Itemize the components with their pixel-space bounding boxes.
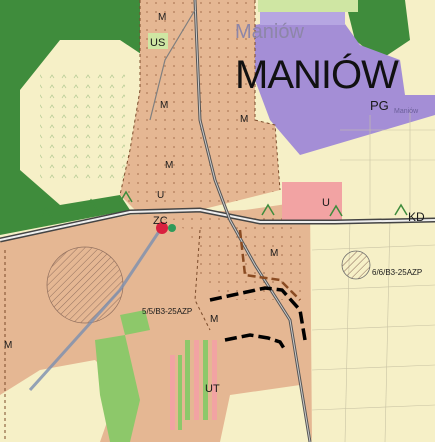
town-name-small: Maniów — [394, 108, 419, 115]
ut-zone-stripes — [170, 340, 217, 430]
designation-east: 6/6/B3-25AZP — [372, 268, 422, 277]
zone-label-zc: ZC — [153, 215, 168, 227]
zone-label-us: US — [150, 37, 165, 49]
meadow-clearing-texture — [40, 70, 125, 180]
meadow-southwest — [0, 360, 120, 442]
services-zone-east — [282, 182, 342, 220]
zone-label-ut: UT — [205, 383, 220, 395]
meadow-south — [220, 385, 312, 442]
sports-strip — [258, 0, 358, 12]
archaeological-site-east — [341, 250, 371, 280]
designation-west: 5/5/B3-25AZP — [142, 307, 192, 316]
zone-boundaries — [4, 0, 281, 440]
zc-point-green — [168, 224, 176, 232]
m-label-3: M — [165, 160, 173, 171]
m-label-2: M — [240, 114, 248, 125]
forest-area-east — [345, 0, 410, 60]
green-patch — [120, 310, 150, 335]
zone-label-pg: PG — [370, 98, 389, 113]
field-grid — [311, 110, 435, 442]
road-label-kd: KD — [408, 210, 425, 224]
zone-label-u-east: U — [322, 197, 330, 209]
meadow-east — [312, 220, 435, 442]
industrial-zone-pg — [255, 10, 435, 155]
m-label-5: M — [210, 314, 218, 325]
m-label-4: M — [270, 248, 278, 259]
town-name: MANIÓW — [235, 52, 399, 97]
green-corridor — [95, 335, 140, 442]
zone-label-u-center: U — [157, 190, 164, 201]
forest-area-west — [0, 0, 150, 235]
tree-line-markers — [39, 190, 408, 219]
m-label-6: M — [4, 340, 12, 351]
town-name-ghost: Maniów — [235, 21, 304, 43]
plot-boundary — [209, 286, 307, 351]
planning-boundary-brown — [238, 229, 301, 301]
m-label-7: M — [160, 100, 168, 111]
archaeological-site-west — [46, 246, 124, 324]
m-label-1: M — [158, 12, 166, 23]
us-label-box — [148, 33, 168, 49]
zc-point — [156, 222, 168, 234]
